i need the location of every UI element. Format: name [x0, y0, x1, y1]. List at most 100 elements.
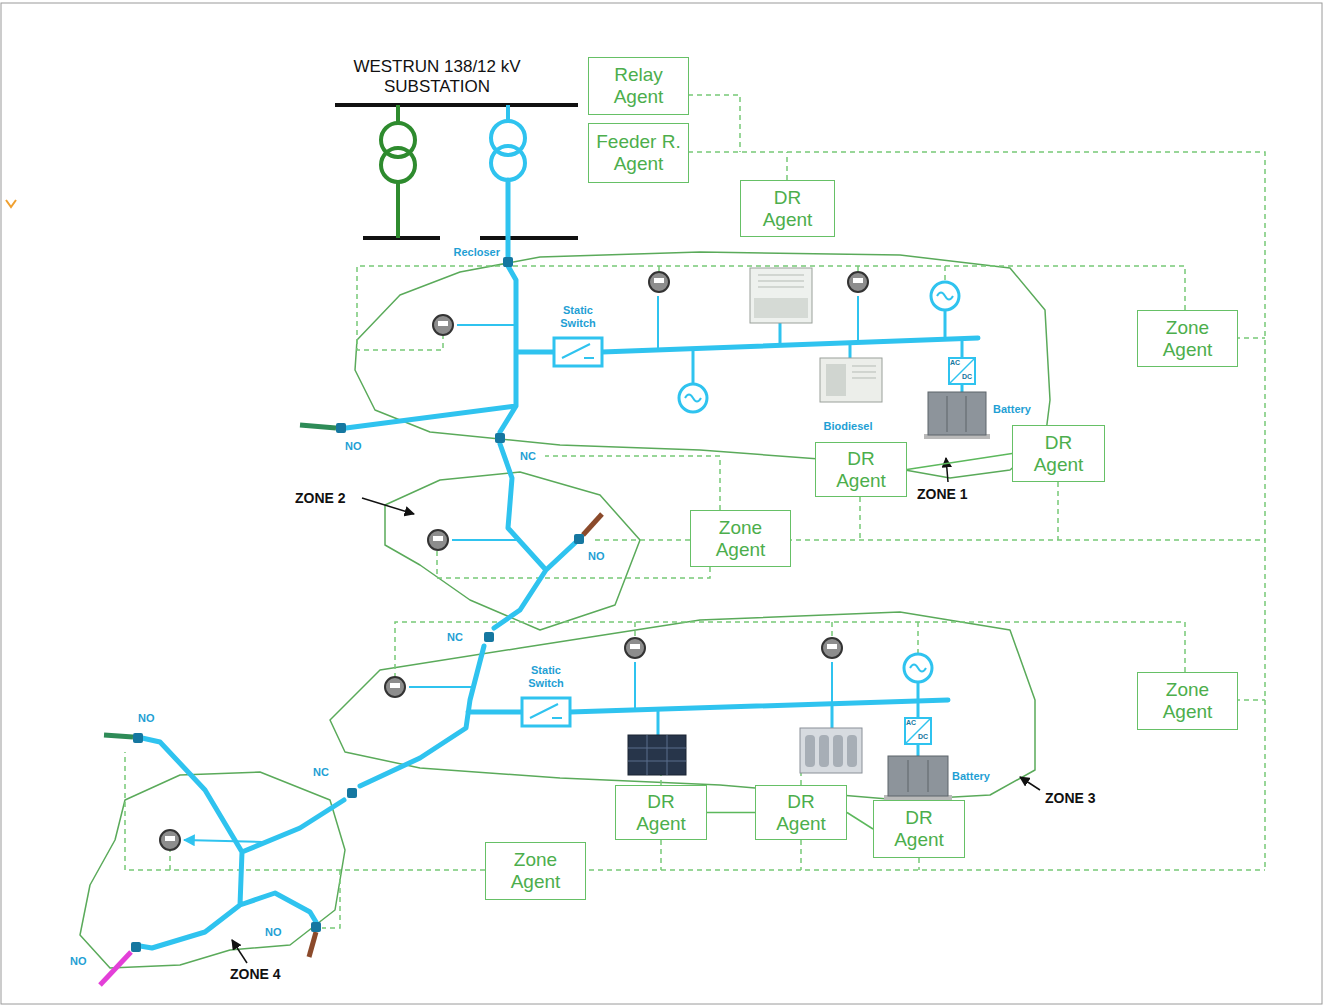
agent-name: DR Agent [766, 791, 836, 835]
agent-link [907, 454, 1012, 470]
flywheel-unit [847, 735, 857, 767]
agent-name: Zone Agent [696, 517, 786, 561]
genset-panel [754, 298, 808, 318]
device-label: Recloser [440, 246, 500, 259]
generator-symbol [679, 384, 707, 412]
switch-symbol [311, 922, 321, 932]
static-switch-blade [530, 704, 562, 718]
zone-label: ZONE 1 [917, 486, 968, 502]
meter-dial [827, 644, 837, 649]
feeder-line [140, 180, 978, 948]
tie-stub [583, 514, 602, 535]
converter-text: AC [906, 719, 916, 726]
converter-symbol [949, 358, 975, 384]
page-frame [1, 3, 1322, 1004]
switch-symbol [336, 423, 346, 433]
agent-box: DR Agent [740, 180, 835, 237]
agent-name: Zone Agent [491, 849, 581, 893]
converter-text: DC [962, 373, 972, 380]
converter-diagonal [905, 718, 931, 744]
recloser-symbol [503, 257, 513, 267]
zone-label: ZONE 2 [295, 490, 346, 506]
transformer-lead [506, 105, 510, 121]
bus-bar [335, 105, 578, 238]
transformer-winding [381, 148, 415, 182]
tie-stub [104, 735, 133, 737]
battery-door [908, 760, 928, 792]
switch-state: NC [447, 631, 463, 644]
converter-diagonal [949, 358, 975, 384]
callout-arrow [1020, 777, 1040, 790]
agent-box: Zone Agent [690, 510, 791, 567]
generator-wave [910, 665, 926, 672]
device-lead [658, 310, 962, 756]
meter-arrow [184, 296, 858, 842]
switch-state: NO [138, 712, 155, 725]
generator-symbol [904, 654, 932, 682]
agent-name: DR Agent [884, 807, 954, 851]
converter-text: AC [950, 359, 960, 366]
agent-name: Feeder R. Agent [594, 131, 684, 175]
agent-name: DR Agent [826, 448, 896, 492]
genset-vent [758, 275, 804, 287]
meter-icon [428, 530, 448, 550]
switch-symbol [131, 942, 141, 952]
agent-link [707, 812, 755, 814]
battery-picture [888, 756, 948, 796]
meter-dial [390, 683, 400, 688]
switch-state: NO [265, 926, 282, 939]
battery-door [947, 396, 966, 432]
switch-symbol [347, 788, 357, 798]
agent-box: DR Agent [873, 800, 965, 858]
flywheel-picture [800, 728, 862, 773]
switch-state: NO [70, 955, 87, 968]
callout-arrow [946, 458, 948, 482]
zone-label: ZONE 4 [230, 966, 281, 982]
device-label: Battery [993, 403, 1031, 416]
switch-symbol [133, 733, 143, 743]
agent-box: Relay Agent [588, 57, 689, 115]
agent-box: Zone Agent [1137, 310, 1238, 367]
page-mark [6, 200, 16, 207]
agent-name: DR Agent [1024, 432, 1094, 476]
solar-panel-picture [628, 735, 686, 775]
device-label: Static Switch [521, 664, 571, 689]
flywheel-unit [805, 735, 815, 767]
tie-stub [300, 425, 336, 428]
device-label: Battery [952, 770, 990, 783]
agent-name: DR Agent [626, 791, 696, 835]
switch-state: NC [313, 766, 329, 779]
battery-picture [928, 392, 986, 435]
device-label: Static Switch [553, 304, 603, 329]
static-switch-symbol [554, 338, 602, 366]
meter-icon [385, 677, 405, 697]
agent-box: DR Agent [615, 785, 707, 840]
meter-icon [433, 315, 453, 335]
agent-box: Zone Agent [485, 842, 586, 900]
static-switch-symbol [522, 698, 570, 726]
genset-vent [852, 366, 876, 378]
generator-symbol [931, 282, 959, 310]
callout-arrow [362, 498, 414, 514]
tie-stub [309, 932, 316, 957]
agent-box: DR Agent [755, 785, 847, 840]
genset-panel [826, 364, 846, 396]
converter-text: DC [918, 733, 928, 740]
transformer-winding [491, 146, 525, 180]
callout-arrow [232, 940, 247, 963]
genset-picture [750, 268, 812, 323]
meter-icon [625, 638, 645, 658]
meter-dial [654, 278, 664, 283]
meter-dial [433, 536, 443, 541]
switch-symbol [484, 632, 494, 642]
agent-box: Zone Agent [1137, 672, 1238, 730]
static-switch-blade [562, 344, 594, 358]
zone-outline [355, 252, 1050, 478]
meter-dial [165, 836, 175, 841]
agent-link [847, 813, 873, 830]
agent-box: DR Agent [815, 442, 907, 497]
substation-name: WESTRUN 138/12 kV SUBSTATION [327, 57, 547, 98]
solar-panel-grid [628, 735, 686, 775]
